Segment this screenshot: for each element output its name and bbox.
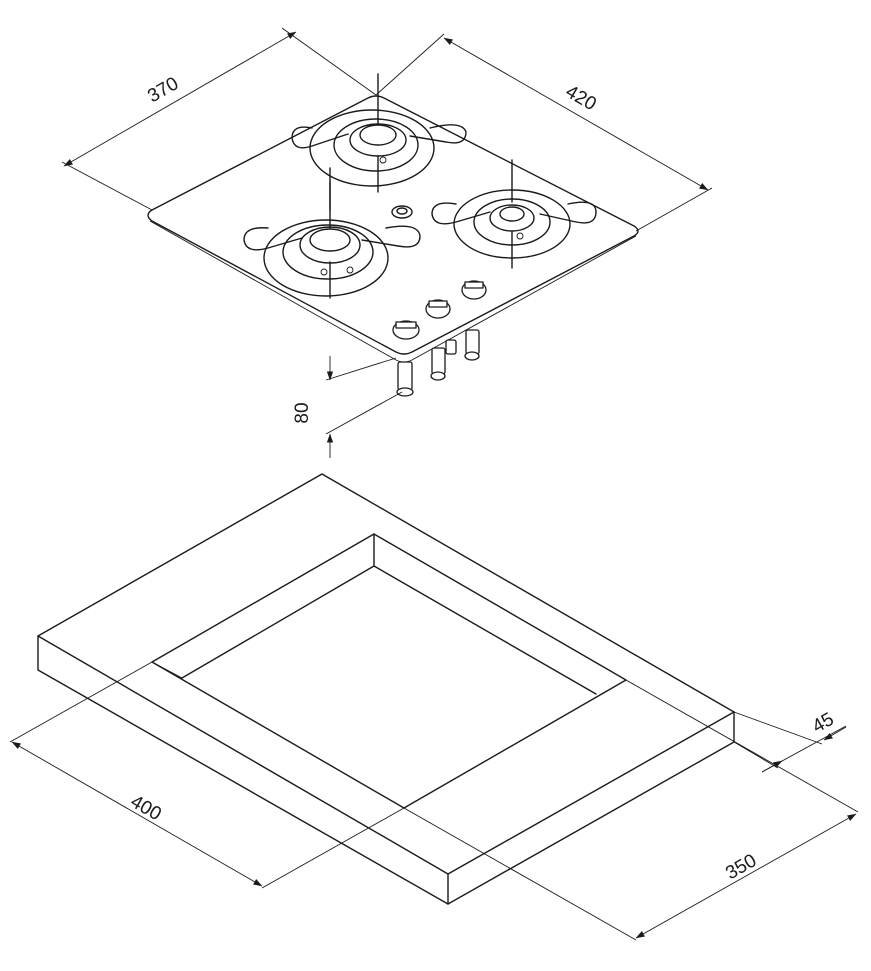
dim-label-370: 370 (144, 73, 182, 107)
dimension-worktop-thickness: 45 (733, 709, 847, 773)
control-knob-2 (425, 299, 451, 319)
dimension-hob-depth: 420 (375, 33, 713, 232)
dim-label-400: 400 (127, 791, 165, 825)
dimension-cutout-width: 400 (9, 661, 405, 889)
dimension-hob-height: 80 (292, 356, 403, 458)
control-knob-1 (392, 320, 420, 340)
dimension-cutout-depth: 350 (403, 679, 859, 941)
hob-plate (147, 95, 639, 363)
dim-label-350: 350 (722, 850, 760, 884)
burner-right (431, 159, 597, 269)
ignition-button (391, 205, 413, 219)
burner-rear (291, 73, 467, 211)
dim-label-80: 80 (292, 402, 313, 423)
burner-left (243, 181, 421, 299)
worktop (37, 473, 735, 905)
gas-valves (396, 329, 480, 397)
control-knob-3 (461, 280, 487, 300)
dim-label-420: 420 (562, 81, 600, 115)
